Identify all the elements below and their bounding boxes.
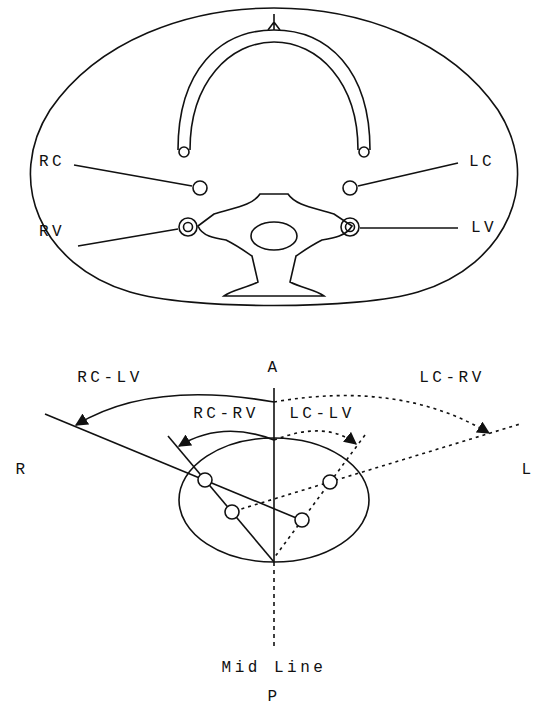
vertebra	[198, 194, 352, 296]
vessel-point	[323, 475, 337, 489]
angle-arc	[76, 395, 274, 425]
direction-label: L	[520, 461, 535, 479]
leader-line	[360, 227, 458, 229]
angle-arc	[274, 396, 489, 433]
vertebral-artery	[346, 223, 355, 232]
angle-label: RC-LV	[76, 369, 144, 387]
direction-label: R	[14, 461, 29, 479]
arch-notch	[268, 14, 280, 30]
arch-end	[179, 147, 189, 157]
leader-line	[358, 163, 458, 186]
vessel-point	[225, 505, 239, 519]
leader-line	[78, 229, 178, 246]
angle-label: LC-LV	[288, 405, 356, 423]
lc-rv-line	[228, 424, 520, 513]
carotid-artery	[193, 181, 207, 195]
vessel-label: RC	[38, 153, 66, 171]
vertebral-artery	[341, 218, 359, 236]
vessel-point	[198, 473, 212, 487]
leader-line	[74, 165, 192, 186]
angle-arc	[274, 431, 356, 444]
rc-lv-line	[45, 414, 306, 522]
direction-label: P	[266, 688, 281, 706]
vessel-label: LC	[468, 153, 496, 171]
carotid-artery	[343, 181, 357, 195]
mid-line	[273, 388, 275, 562]
mid-line	[273, 562, 275, 650]
spinal-canal	[251, 222, 297, 250]
direction-label: A	[266, 359, 281, 377]
angle-label: LC-RV	[418, 369, 486, 387]
angle-arc	[179, 431, 274, 446]
vertebral-artery	[184, 223, 193, 232]
vessel-point	[295, 513, 309, 527]
vessel-label: LV	[470, 219, 498, 237]
arch	[178, 30, 370, 150]
rc-rv-line	[168, 436, 274, 562]
angle-label: RC-RV	[192, 405, 260, 423]
vessel-label: RV	[38, 223, 66, 241]
arch-inner	[190, 42, 358, 150]
neck-outline	[30, 8, 517, 306]
vertebral-artery	[179, 218, 197, 236]
axis-label: Mid Line	[221, 659, 328, 677]
arch-end	[359, 147, 369, 157]
lc-lv-line	[274, 435, 365, 558]
